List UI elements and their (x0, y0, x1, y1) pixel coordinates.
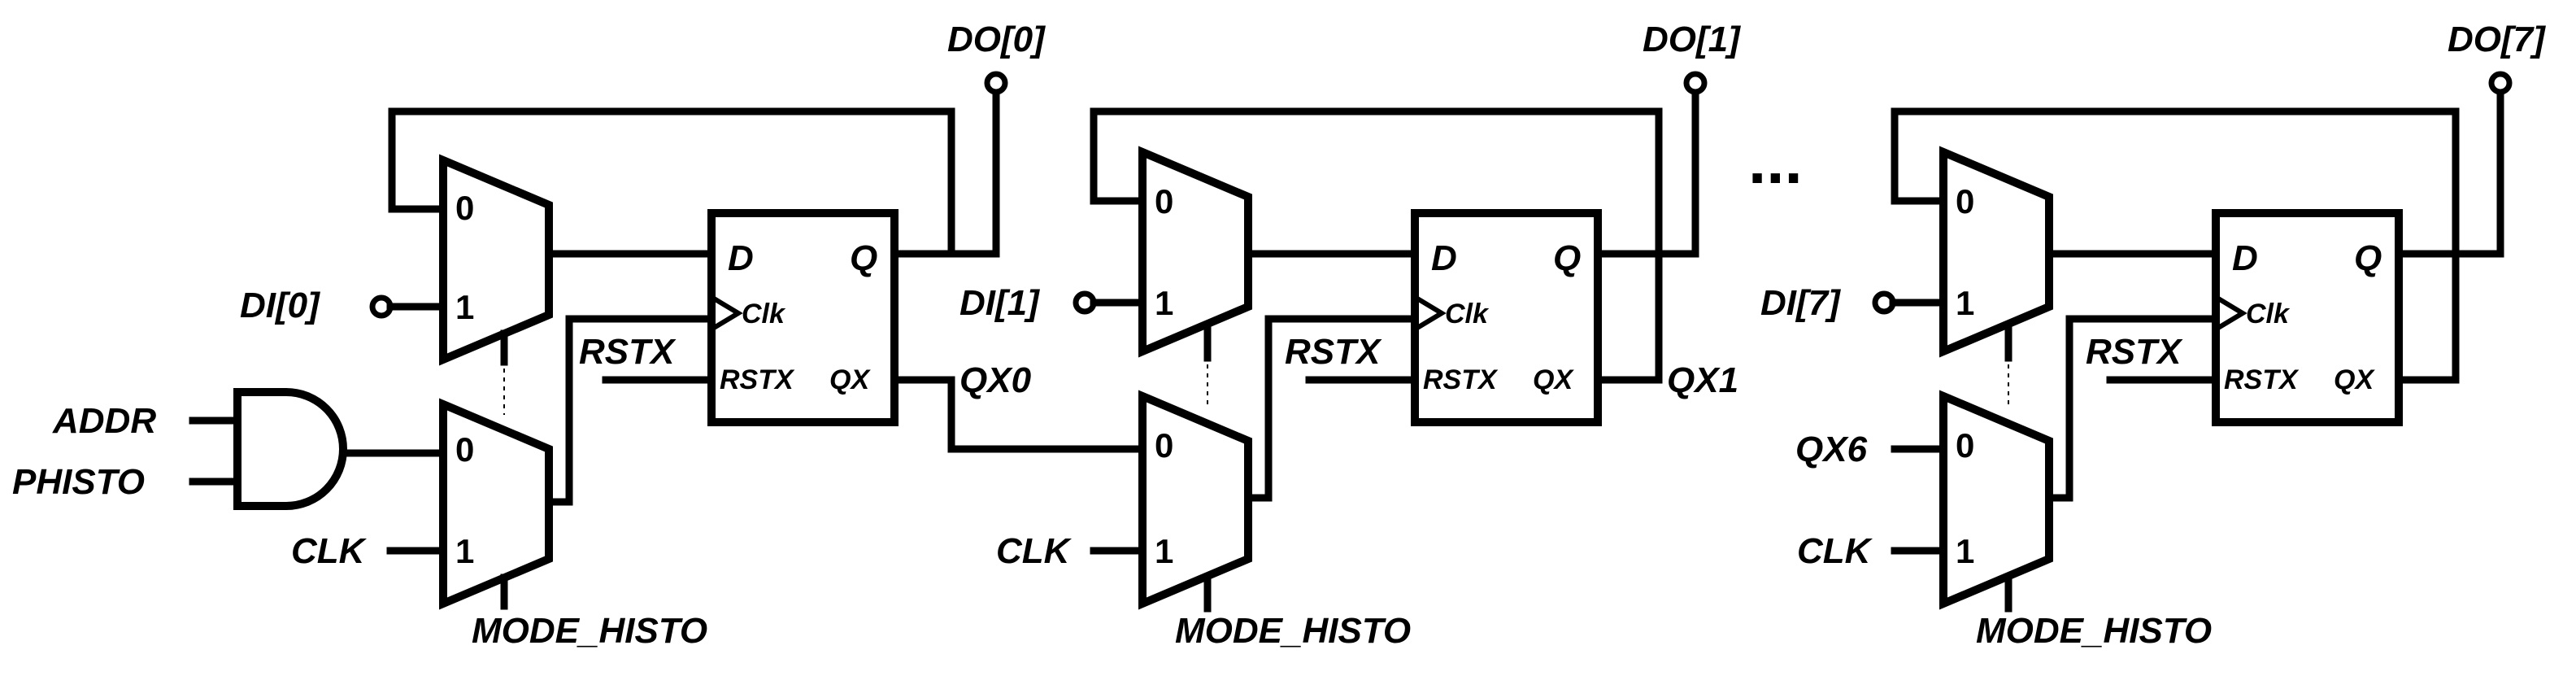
clk-mux-out-wire-7 (2045, 315, 2220, 502)
qx-label-1: QX1 (1667, 360, 1738, 400)
dff-q-label-0: Q (850, 238, 877, 278)
dff-rstx-label-1: RSTX (1423, 364, 1499, 395)
dff-qx-label-1: QX (1533, 364, 1574, 395)
clk-mux-pin-0: 0 (1155, 426, 1173, 464)
data-mux-0 (439, 154, 553, 366)
dff-d-label-1: D (1431, 238, 1457, 278)
ellipsis-dots: ... (1748, 124, 1803, 197)
do-label-7: DO[7] (2448, 20, 2546, 59)
feedback-wire-7 (1891, 107, 2460, 258)
data-mux-1 (1138, 146, 1252, 358)
clk-label-1: CLK (996, 531, 1073, 571)
clock-triangle-0 (710, 294, 743, 332)
dff-clk-label-0: Clk (742, 299, 786, 329)
clk-label-7: CLK (1797, 531, 1873, 571)
di-label-1: DI[1] (959, 283, 1040, 323)
rstx-label-7: RSTX (2086, 332, 2183, 372)
rstx-label-1: RSTX (1285, 332, 1382, 372)
qx-label-0: QX0 (959, 360, 1032, 400)
phisto-label: PHISTO (12, 462, 145, 502)
do-output-pin-0 (984, 71, 1008, 95)
q-to-do-wire-7 (2395, 87, 2504, 258)
q-to-do-wire-0 (890, 87, 1000, 258)
stage-1: 0 1 D Q Clk RSTX QX 0 1 (1073, 71, 1708, 613)
di-label-0: DI[0] (240, 286, 320, 325)
dff-q-label-7: Q (2354, 238, 2382, 278)
feedback-wire-1 (1090, 107, 1663, 258)
qx-wire-0 (890, 376, 1147, 453)
mode-label-0: MODE_HISTO (472, 611, 707, 651)
clk-mux-pin-0: 0 (1956, 426, 1974, 464)
clk-mux-pin-1: 1 (1956, 532, 1974, 570)
q-to-do-wire-1 (1594, 87, 1699, 258)
mux-pin-1: 1 (1155, 284, 1173, 322)
do-label-1: DO[1] (1643, 20, 1741, 59)
dff-clk-label-7: Clk (2246, 299, 2291, 329)
mux-pin-0: 0 (1155, 182, 1173, 220)
mux-pin-0: 0 (1956, 182, 1974, 220)
dff-0 (707, 209, 899, 426)
clk-mux-pin-1: 1 (1155, 532, 1173, 570)
qx-wire-7 (2395, 250, 2460, 384)
feedback-wire-0 (388, 107, 955, 258)
dff-qx-label-0: QX (829, 364, 871, 395)
mode-label-1: MODE_HISTO (1175, 611, 1411, 651)
data-mux-7 (1939, 146, 2053, 358)
clk-mux-pin-0: 0 (455, 430, 474, 469)
clk-mux-pin-1: 1 (455, 532, 474, 570)
mux-pin-1: 1 (455, 288, 474, 326)
dff-d-label-7: D (2232, 238, 2258, 278)
clk-label-0: CLK (291, 531, 368, 571)
mux-pin-0: 0 (455, 189, 474, 227)
addr-label: ADDR (52, 401, 156, 441)
mode-label-7: MODE_HISTO (1976, 611, 2212, 651)
clk-mux-out-wire-0 (545, 315, 716, 506)
clock-mux-1 (1138, 390, 1252, 610)
stage-7: 0 1 D Q Clk RSTX QX 0 1 (1872, 71, 2513, 613)
clock-mux-0 (439, 398, 553, 610)
qx6-label: QX6 (1795, 430, 1868, 469)
dff-clk-label-1: Clk (1445, 299, 1490, 329)
and-gate (233, 388, 347, 510)
do-label-0: DO[0] (947, 20, 1046, 59)
di-label-7: DI[7] (1760, 283, 1841, 323)
stage-0: 0 1 D Q Clk RSTX QX 0 1 (189, 71, 1147, 610)
clock-mux-7 (1939, 390, 2053, 610)
dff-q-label-1: Q (1553, 238, 1581, 278)
dff-d-label-0: D (728, 238, 754, 278)
dff-rstx-label-0: RSTX (720, 364, 795, 395)
clock-triangle-1 (1413, 294, 1447, 332)
dff-rstx-label-7: RSTX (2224, 364, 2300, 395)
do-output-pin-7 (2488, 71, 2513, 95)
clk-mux-out-wire-1 (1244, 315, 1419, 502)
dff-qx-label-7: QX (2334, 364, 2375, 395)
qx-wire-1 (1594, 250, 1663, 384)
mux-pin-1: 1 (1956, 284, 1974, 322)
do-output-pin-1 (1683, 71, 1708, 95)
clock-triangle-7 (2214, 294, 2247, 332)
rstx-label-0: RSTX (579, 332, 677, 372)
